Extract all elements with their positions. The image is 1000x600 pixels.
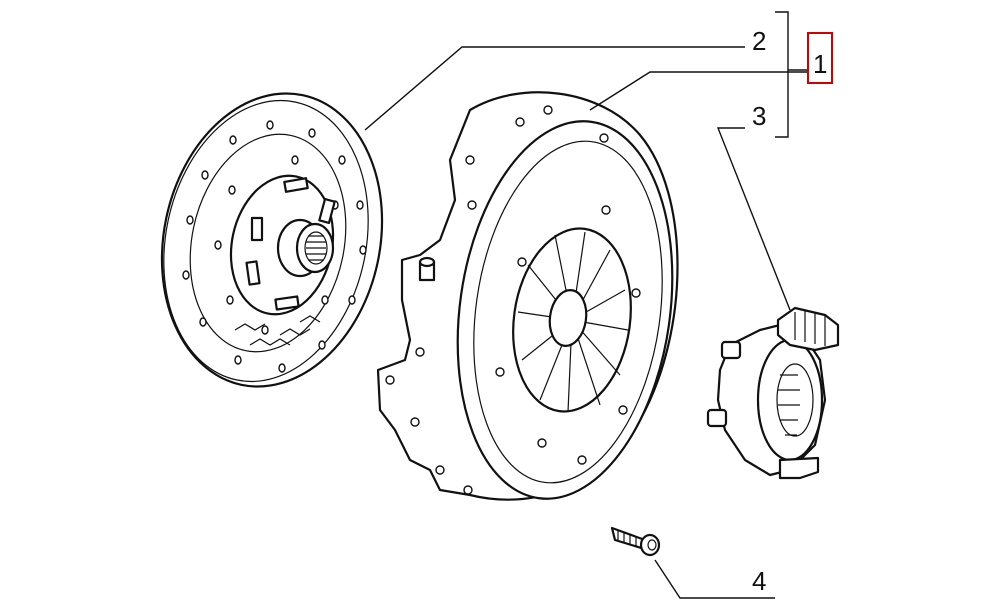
svg-text:1: 1: [813, 49, 827, 79]
locating-pin: [418, 256, 436, 282]
disc-rivets: [182, 120, 367, 373]
damper-springs: [245, 177, 336, 311]
release-bearing: [706, 306, 840, 480]
splined-hub: [276, 218, 335, 278]
leader-lines: [364, 11, 808, 599]
callout-4: 4: [752, 566, 766, 596]
callout-1: 1: [807, 32, 833, 84]
clutch-disc: [160, 92, 384, 388]
pressure-plate: [376, 91, 679, 501]
callout-2: 2: [752, 26, 766, 56]
svg-text:2: 2: [752, 26, 766, 56]
svg-text:3: 3: [752, 101, 766, 131]
callout-1-highlight-box: [807, 32, 833, 84]
cover-bolt-holes: [385, 105, 641, 495]
svg-text:4: 4: [752, 566, 766, 596]
callout-3: 3: [752, 101, 766, 131]
bolt: [610, 526, 661, 557]
